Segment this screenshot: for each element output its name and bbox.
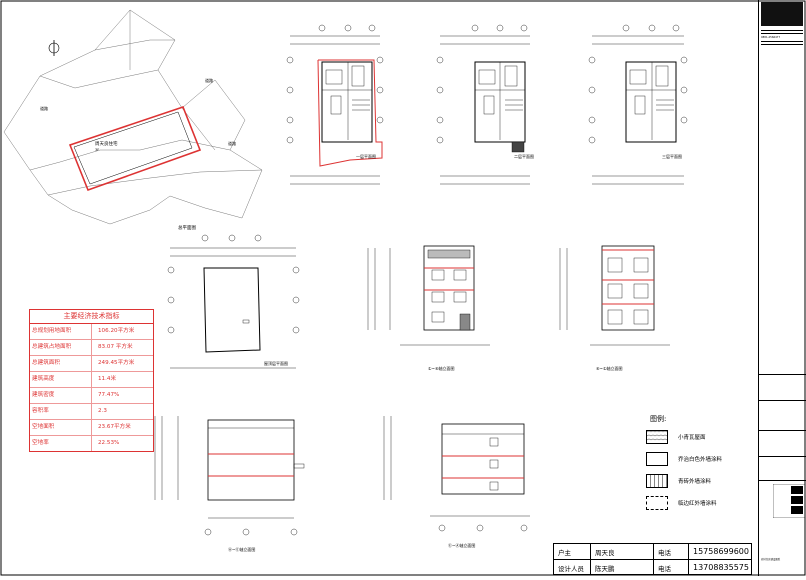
- legend-item: 乔治白色外墙涂料: [646, 452, 722, 466]
- sidebar-phone: 0881-2566477: [761, 36, 781, 39]
- owner-phone: 15758699600: [693, 547, 749, 556]
- roof-label: 屋顶层平面图: [264, 360, 288, 366]
- white-wall-icon: [646, 452, 668, 466]
- back-elevation: [559, 245, 670, 346]
- floor-plan-2: [436, 24, 530, 185]
- blue-brick-icon: [646, 474, 668, 488]
- road-label-3: 道路: [228, 140, 236, 146]
- elev-side2-label: Ⓔ~Ⓐ轴立面图: [448, 542, 475, 548]
- site-plan-label: 总平面图: [178, 224, 196, 231]
- front-elevation: [367, 245, 490, 346]
- sidebar-header: 0881-2566477: [761, 28, 803, 47]
- road-label-1: 道路: [40, 105, 48, 111]
- designer-name: 陈天鹏: [591, 560, 654, 575]
- designer-label: 设计人员: [554, 560, 591, 575]
- tile-hatch-icon: [646, 430, 668, 441]
- elev-back-label: ⑥~①轴立面图: [596, 365, 623, 371]
- company-logo: [761, 2, 803, 26]
- owner-label: 户主: [554, 544, 591, 559]
- svg-text:周天良住宅: 周天良住宅: [95, 140, 118, 147]
- tile-swatch: [646, 430, 668, 444]
- roof-plan: [167, 234, 300, 369]
- plan2-label: 二层平面图: [514, 153, 534, 159]
- side-elevation-2: [383, 416, 530, 532]
- floor-plan-3: [588, 24, 688, 185]
- floor-plan-1: [286, 24, 384, 185]
- elev-front-label: ①~⑥轴立面图: [428, 365, 455, 371]
- designer-phone: 13708835575: [693, 563, 749, 572]
- plan1-label: 一层平面图: [356, 153, 376, 159]
- svg-text:3F: 3F: [95, 148, 99, 152]
- owner-name: 周天良: [591, 544, 654, 559]
- designer-phone-label: 电话: [654, 560, 689, 575]
- plan3-label: 三层平面图: [662, 153, 682, 159]
- road-label-2: 道路: [205, 77, 213, 83]
- stamp-grid: [773, 484, 805, 518]
- site-plan: 周天良住宅 3F 道路 道路 道路: [3, 9, 263, 225]
- sidebar-title-strip: 0881-2566477 农村住房建设图纸: [758, 0, 806, 576]
- title-block: 户主 周天良 电话 15758699600 设计人员 陈天鹏 电话 137088…: [553, 543, 752, 575]
- legend-item: 临边红外墙涂料: [646, 496, 717, 510]
- sidebar-footer: 农村住房建设图纸: [761, 558, 781, 561]
- side-elevation-1: [154, 416, 305, 536]
- legend-item: 青砖外墙涂料: [646, 474, 711, 488]
- legend-title: 图例:: [650, 415, 667, 423]
- indicator-title: 主要经济技术指标: [30, 310, 153, 324]
- elev-side1-label: Ⓐ~Ⓔ轴立面图: [228, 546, 255, 552]
- legend-item: 小青瓦屋面: [646, 430, 706, 444]
- owner-phone-label: 电话: [654, 544, 689, 559]
- red-wall-icon: [646, 496, 668, 510]
